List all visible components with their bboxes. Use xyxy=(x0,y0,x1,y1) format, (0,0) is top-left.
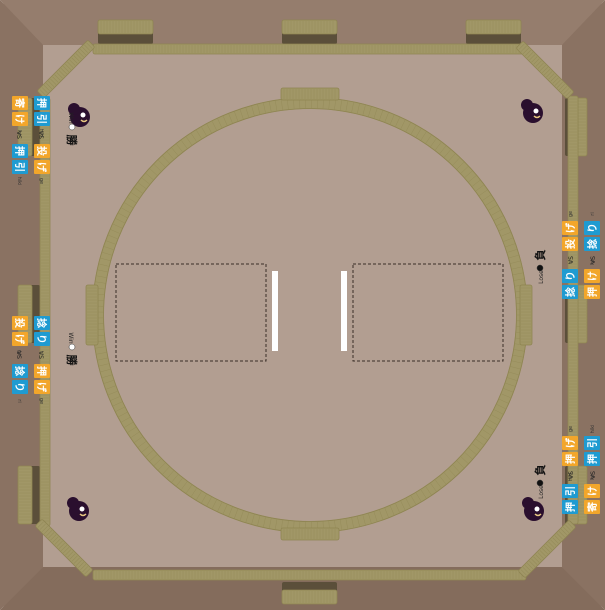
hud-top-left-r1d-chip-ruby: ge xyxy=(38,178,44,184)
hud-bottom-left-vs2: VS xyxy=(15,351,22,359)
hud-top-right-r1d-chip-ruby: ge xyxy=(568,211,574,217)
hud-top-left-r2a-chip-main: 寄 xyxy=(13,98,26,108)
top-bale-1-body xyxy=(282,20,337,34)
hud-top-right-r2a-chip-main: 押 xyxy=(586,287,599,297)
top-bale-2 xyxy=(466,20,521,34)
hud-bottom-right-vs1: VS xyxy=(568,471,575,479)
player-icon-tr-eye xyxy=(534,109,539,114)
hud-bottom-right-r2a-chip-main: 寄 xyxy=(586,502,599,512)
hud-top-left-r1d-chip-main: げ xyxy=(35,162,48,173)
hud-top-left-top-kanji: 勝 xyxy=(65,135,79,147)
hud-top-right-r1c-chip-main: 投 xyxy=(564,239,577,249)
tokudawara-bottom xyxy=(281,528,339,540)
hud-bottom-left-r2a-chip-main: 投 xyxy=(13,318,26,328)
hud-top-right-top-label: Lose xyxy=(538,270,545,284)
hud-top-right-r2d-chip-main: り xyxy=(587,223,599,233)
player-icon-bl-topknot xyxy=(67,497,79,509)
hud-bottom-right-r2d-chip-ruby: hiki xyxy=(590,425,596,434)
hud-bottom-right-r1a-chip-main: 押 xyxy=(564,502,577,512)
inner-edge-bottom-body xyxy=(93,570,526,580)
hud-bottom-right-r1d-chip-ruby: ge xyxy=(568,426,574,432)
hud-top-right-vs2: VS xyxy=(590,256,597,264)
tokudawara-top-body xyxy=(281,88,339,100)
hud-top-right-r1d-chip-main: げ xyxy=(564,222,577,233)
left-bale-2-body xyxy=(18,466,32,524)
hud-bottom-right-top-kanji: 負 xyxy=(533,465,547,476)
player-icon-bl-eye xyxy=(80,507,85,512)
hud-bottom-left-top-dot xyxy=(69,344,75,350)
hud-bottom-left-r1b-chip-main: り xyxy=(35,334,47,344)
hud-top-left-r2d-chip-main: 引 xyxy=(13,162,26,172)
hud-bottom-left-r2d-chip-main: り xyxy=(13,382,25,392)
hud-top-left-top-label: Win xyxy=(67,112,74,123)
hud-top-left-top-dot xyxy=(69,124,75,130)
player-icon-tl-eye xyxy=(81,113,86,118)
hud-bottom-left-r2b-chip-main: げ xyxy=(13,334,26,345)
hud-bottom-left-r2c-chip-main: 捻 xyxy=(13,366,26,376)
hud-top-right-vs1: VS xyxy=(568,256,575,264)
hud-top-left-r1c-chip-main: 投 xyxy=(35,146,48,156)
hud-top-right-r2c-chip-main: 捻 xyxy=(586,239,599,249)
hud-bottom-left-vs1: VS xyxy=(37,351,44,359)
start-line-left xyxy=(272,271,278,351)
tokudawara-left xyxy=(86,285,98,345)
hud-top-left-r1b-chip-main: 引 xyxy=(35,114,48,124)
top-bale-2-body xyxy=(466,20,521,34)
player-icon-br-eye xyxy=(535,507,540,512)
inner-edge-top xyxy=(93,44,526,54)
hud-top-left-r1a-chip-main: 押 xyxy=(35,98,48,108)
hud-bottom-right-top-label: Lose xyxy=(538,485,545,499)
inner-edge-bottom xyxy=(93,570,526,580)
hud-top-right-r2d-chip-ruby: ri xyxy=(590,212,596,215)
inner-floor xyxy=(43,45,562,567)
player-icon-br-topknot xyxy=(522,497,534,509)
hud-bottom-right-r1b-chip-main: 引 xyxy=(564,486,577,496)
hud-top-left-r2b-chip-main: け xyxy=(13,114,25,124)
hud-top-right-top-kanji: 負 xyxy=(533,250,547,261)
hud-bottom-right-top-dot xyxy=(537,480,543,486)
hud-bottom-right-r2b-chip-main: け xyxy=(587,486,599,496)
hud-top-right-r1b-chip-main: り xyxy=(565,271,577,281)
tokudawara-top xyxy=(281,88,339,100)
hud-bottom-right-r2d-chip-main: 引 xyxy=(586,438,599,448)
hud-top-right-r1a-chip-main: 捻 xyxy=(564,287,577,297)
hud-bottom-left-r1c-chip-main: 押 xyxy=(35,366,48,376)
hud-bottom-right-r2c-chip-main: 押 xyxy=(586,454,599,464)
tokudawara-bottom-body xyxy=(281,528,339,540)
hud-bottom-left-bottom-kanji: 負 xyxy=(0,355,1,366)
player-icon-tr-topknot xyxy=(521,99,533,111)
hud-bottom-left-r1d-chip-ruby: ge xyxy=(38,398,44,404)
hud-top-left-r2c-chip-main: 押 xyxy=(13,146,26,156)
bottom-bale-body xyxy=(282,590,337,604)
hud-top-right-r2b-chip-main: け xyxy=(587,271,599,281)
hud-top-left-r2d-chip-ruby: hiki xyxy=(16,177,22,186)
hud-top-left-bottom-kanji: 負 xyxy=(0,135,1,146)
hud-bottom-left-r2d-chip-ruby: ri xyxy=(16,399,22,402)
top-bale-1 xyxy=(282,20,337,34)
hud-bottom-left-r1d-chip-main: げ xyxy=(35,382,48,393)
hud-bottom-right-r1c-chip-main: 押 xyxy=(564,454,577,464)
inner-edge-top-body xyxy=(93,44,526,54)
left-bale-2 xyxy=(18,466,32,524)
bottom-bale xyxy=(282,590,337,604)
start-line-right xyxy=(341,271,347,351)
hud-bottom-left-top-label: Win xyxy=(67,332,74,343)
hud-bottom-left-top-kanji: 勝 xyxy=(65,355,79,367)
top-bale-0-body xyxy=(98,20,153,34)
tokudawara-right xyxy=(520,285,532,345)
hud-bottom-right-r1d-chip-main: げ xyxy=(564,437,577,448)
top-bale-0 xyxy=(98,20,153,34)
hud-bottom-left-r1a-chip-main: 捻 xyxy=(35,318,48,328)
hud-top-left-vs2: VS xyxy=(15,131,22,139)
hud-bottom-right-vs2: VS xyxy=(590,471,597,479)
hud-top-right-top-dot xyxy=(537,265,543,271)
hud-top-left-vs1: VS xyxy=(37,131,44,139)
